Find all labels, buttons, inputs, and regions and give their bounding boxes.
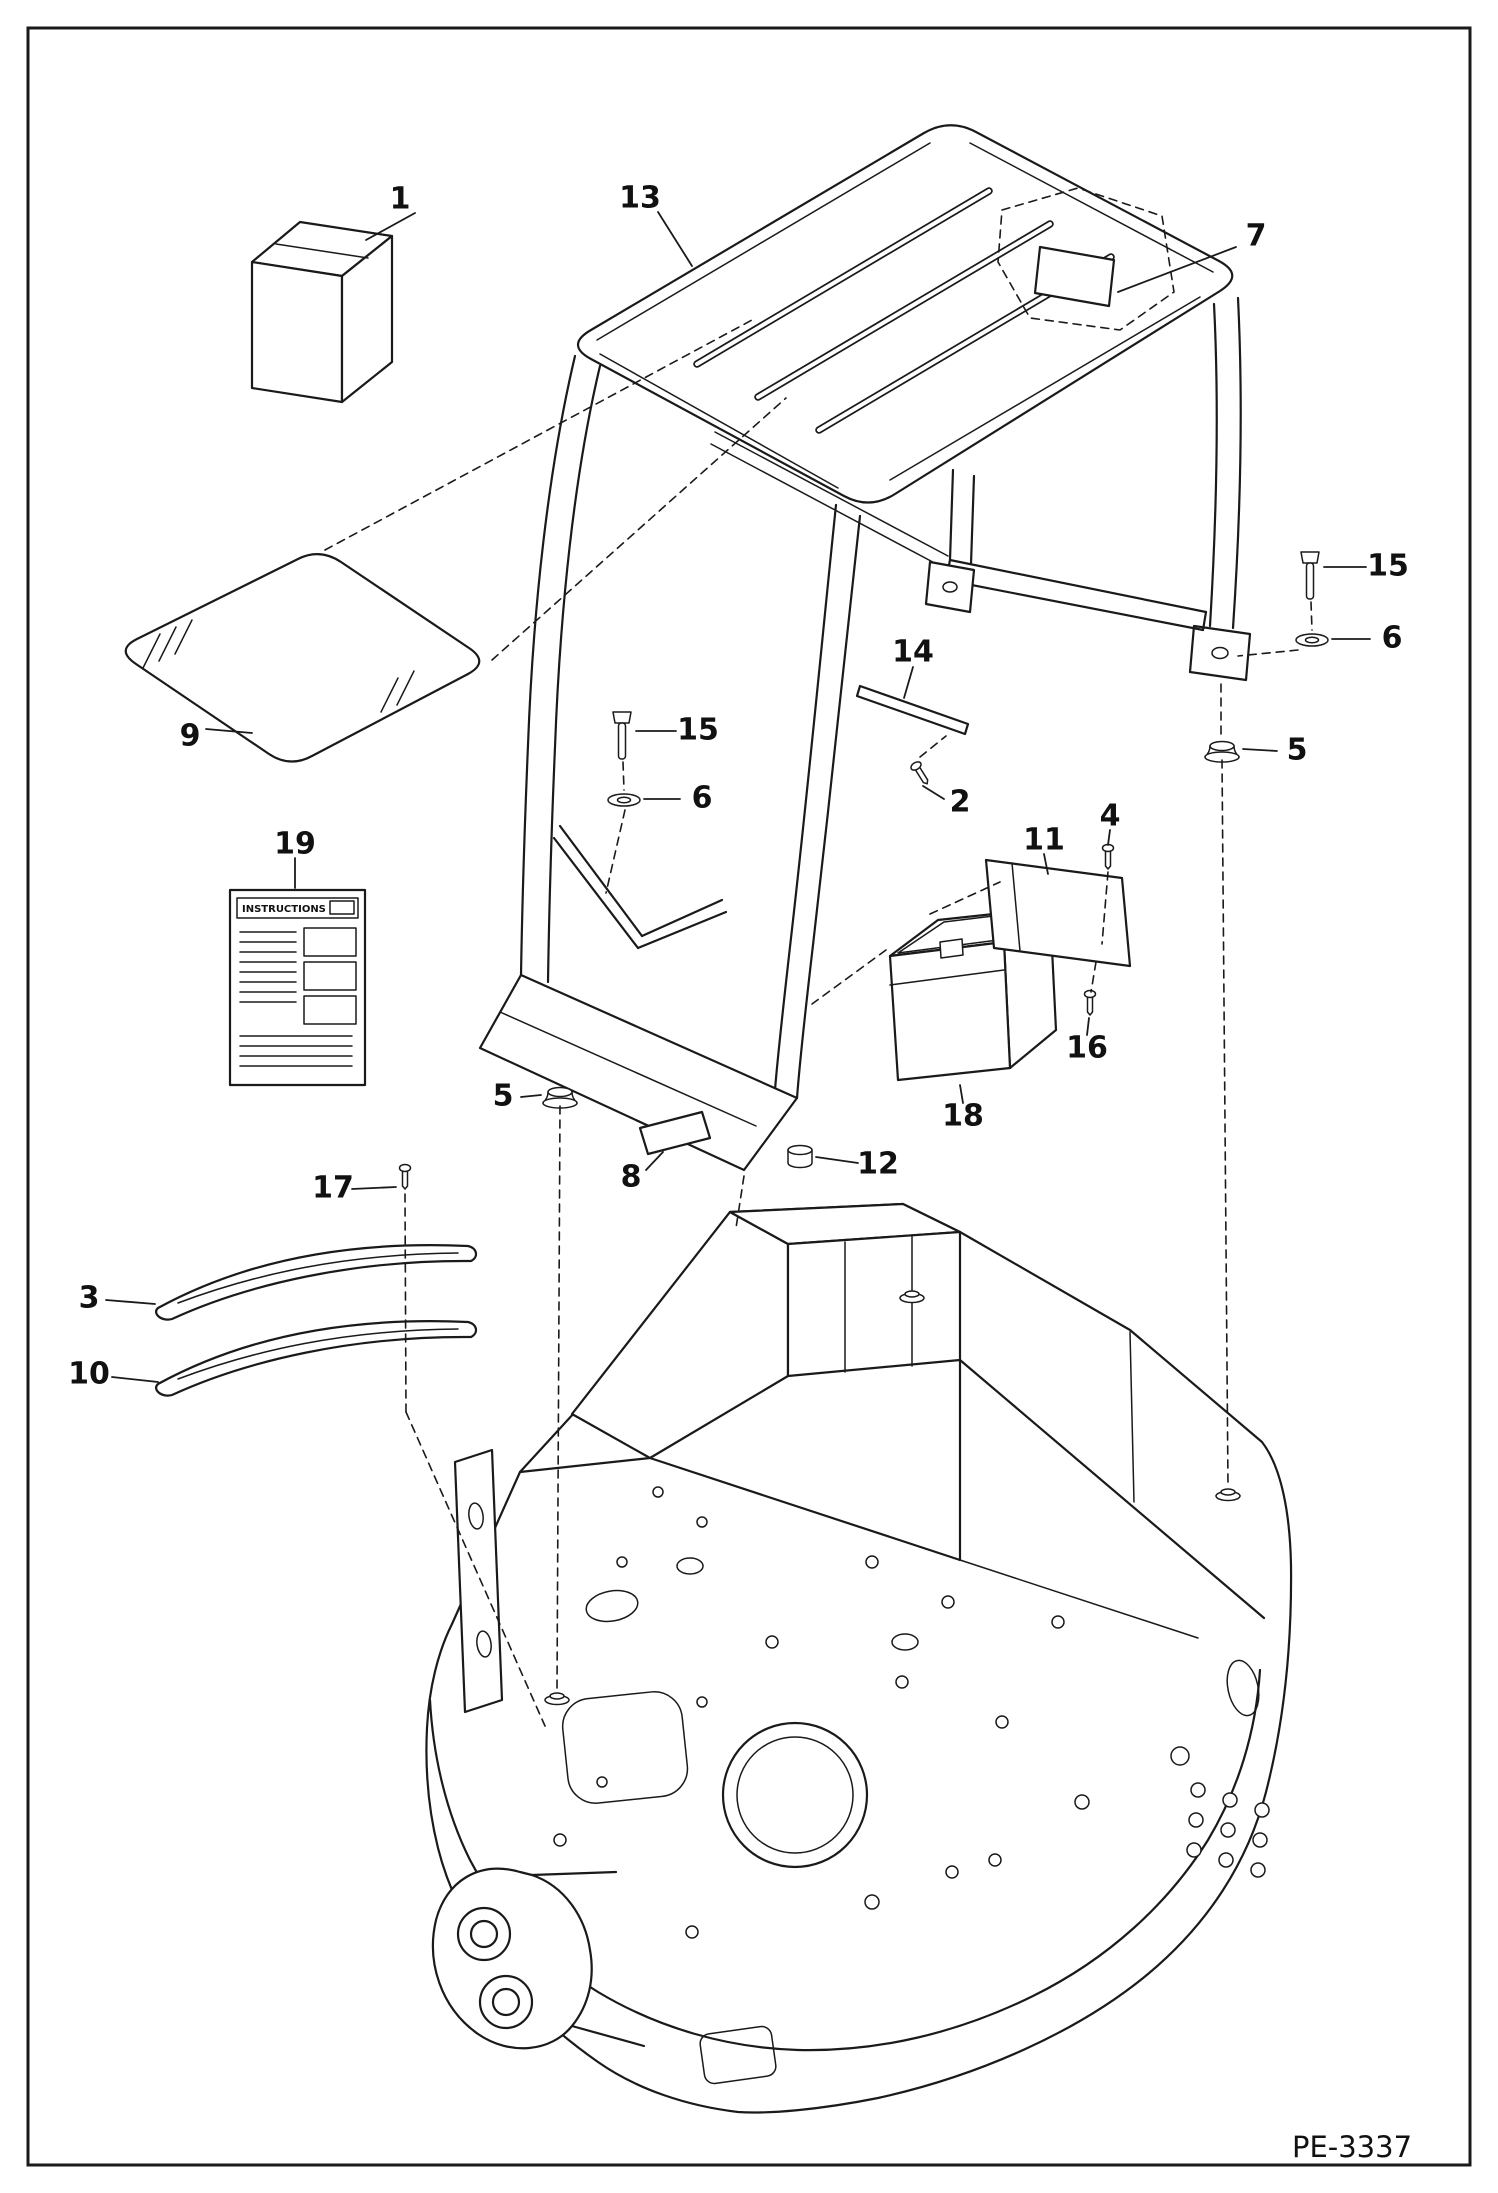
- chassis-frame: [425, 1202, 1293, 2114]
- callout-3: 3: [79, 1281, 100, 1316]
- callout-13: 13: [619, 181, 661, 216]
- callout-9: 9: [180, 719, 201, 754]
- swing-bracket: [431, 1867, 646, 2050]
- callout-16: 16: [1066, 1031, 1108, 1066]
- screw-2: [908, 759, 933, 788]
- callout-12: 12: [857, 1147, 899, 1182]
- canopy: [478, 124, 1252, 1172]
- small-plate: [638, 1110, 712, 1156]
- callout-17: 17: [312, 1171, 354, 1206]
- instructions-text-lines: [239, 927, 357, 1067]
- glass-panel: [124, 553, 481, 763]
- cap-12: [787, 1144, 813, 1169]
- callout-10: 10: [68, 1357, 110, 1392]
- instructions-sheet: INSTRUCTIONS: [228, 888, 367, 1087]
- assembly-dashed-lines: [324, 319, 1313, 1727]
- callout-1: 1: [390, 182, 411, 217]
- screw-4: [1101, 843, 1115, 870]
- mount-5-left: [542, 1086, 578, 1109]
- bolt-hole-grid: [1186, 1782, 1270, 1878]
- washer-6-right: [1295, 633, 1329, 647]
- callout-14: 14: [892, 635, 934, 670]
- callout-6-left: 6: [692, 781, 713, 816]
- page-border: [26, 26, 1472, 2167]
- callout-11: 11: [1023, 823, 1065, 858]
- instructions-title: INSTRUCTIONS: [242, 904, 326, 915]
- blade-10: [155, 1320, 478, 1397]
- callout-19: 19: [274, 827, 316, 862]
- blade-3: [155, 1244, 478, 1321]
- figure-code: PE-3337: [1292, 2130, 1412, 2164]
- deck-holes: [553, 1486, 1090, 1939]
- callout-15-left: 15: [677, 713, 719, 748]
- callout-5-left: 5: [493, 1079, 514, 1114]
- callout-labels: 1 13 7 9 15 6 14 15 6 5 2 4 11 19 16 18 …: [68, 181, 1409, 1392]
- callout-5-right: 5: [1287, 733, 1308, 768]
- callout-2: 2: [950, 785, 971, 820]
- callout-4: 4: [1100, 799, 1121, 834]
- bolt-15-left: [612, 711, 632, 760]
- bolt-15-right: [1300, 551, 1320, 600]
- callout-7: 7: [1246, 219, 1267, 254]
- screw-16: [1083, 989, 1097, 1016]
- callout-15-right: 15: [1367, 549, 1409, 584]
- callout-18: 18: [942, 1099, 984, 1134]
- screw-17: [398, 1163, 412, 1190]
- trim-strip: [855, 684, 970, 736]
- mount-5-right: [1204, 740, 1240, 763]
- callout-6-right: 6: [1382, 621, 1403, 656]
- shipping-box: [250, 220, 394, 404]
- washer-6-left: [607, 793, 641, 807]
- callout-8: 8: [621, 1160, 642, 1195]
- callout-leaders: [105, 211, 1371, 1383]
- roof-decal: [997, 187, 1175, 331]
- mounting-bracket: [984, 858, 1132, 968]
